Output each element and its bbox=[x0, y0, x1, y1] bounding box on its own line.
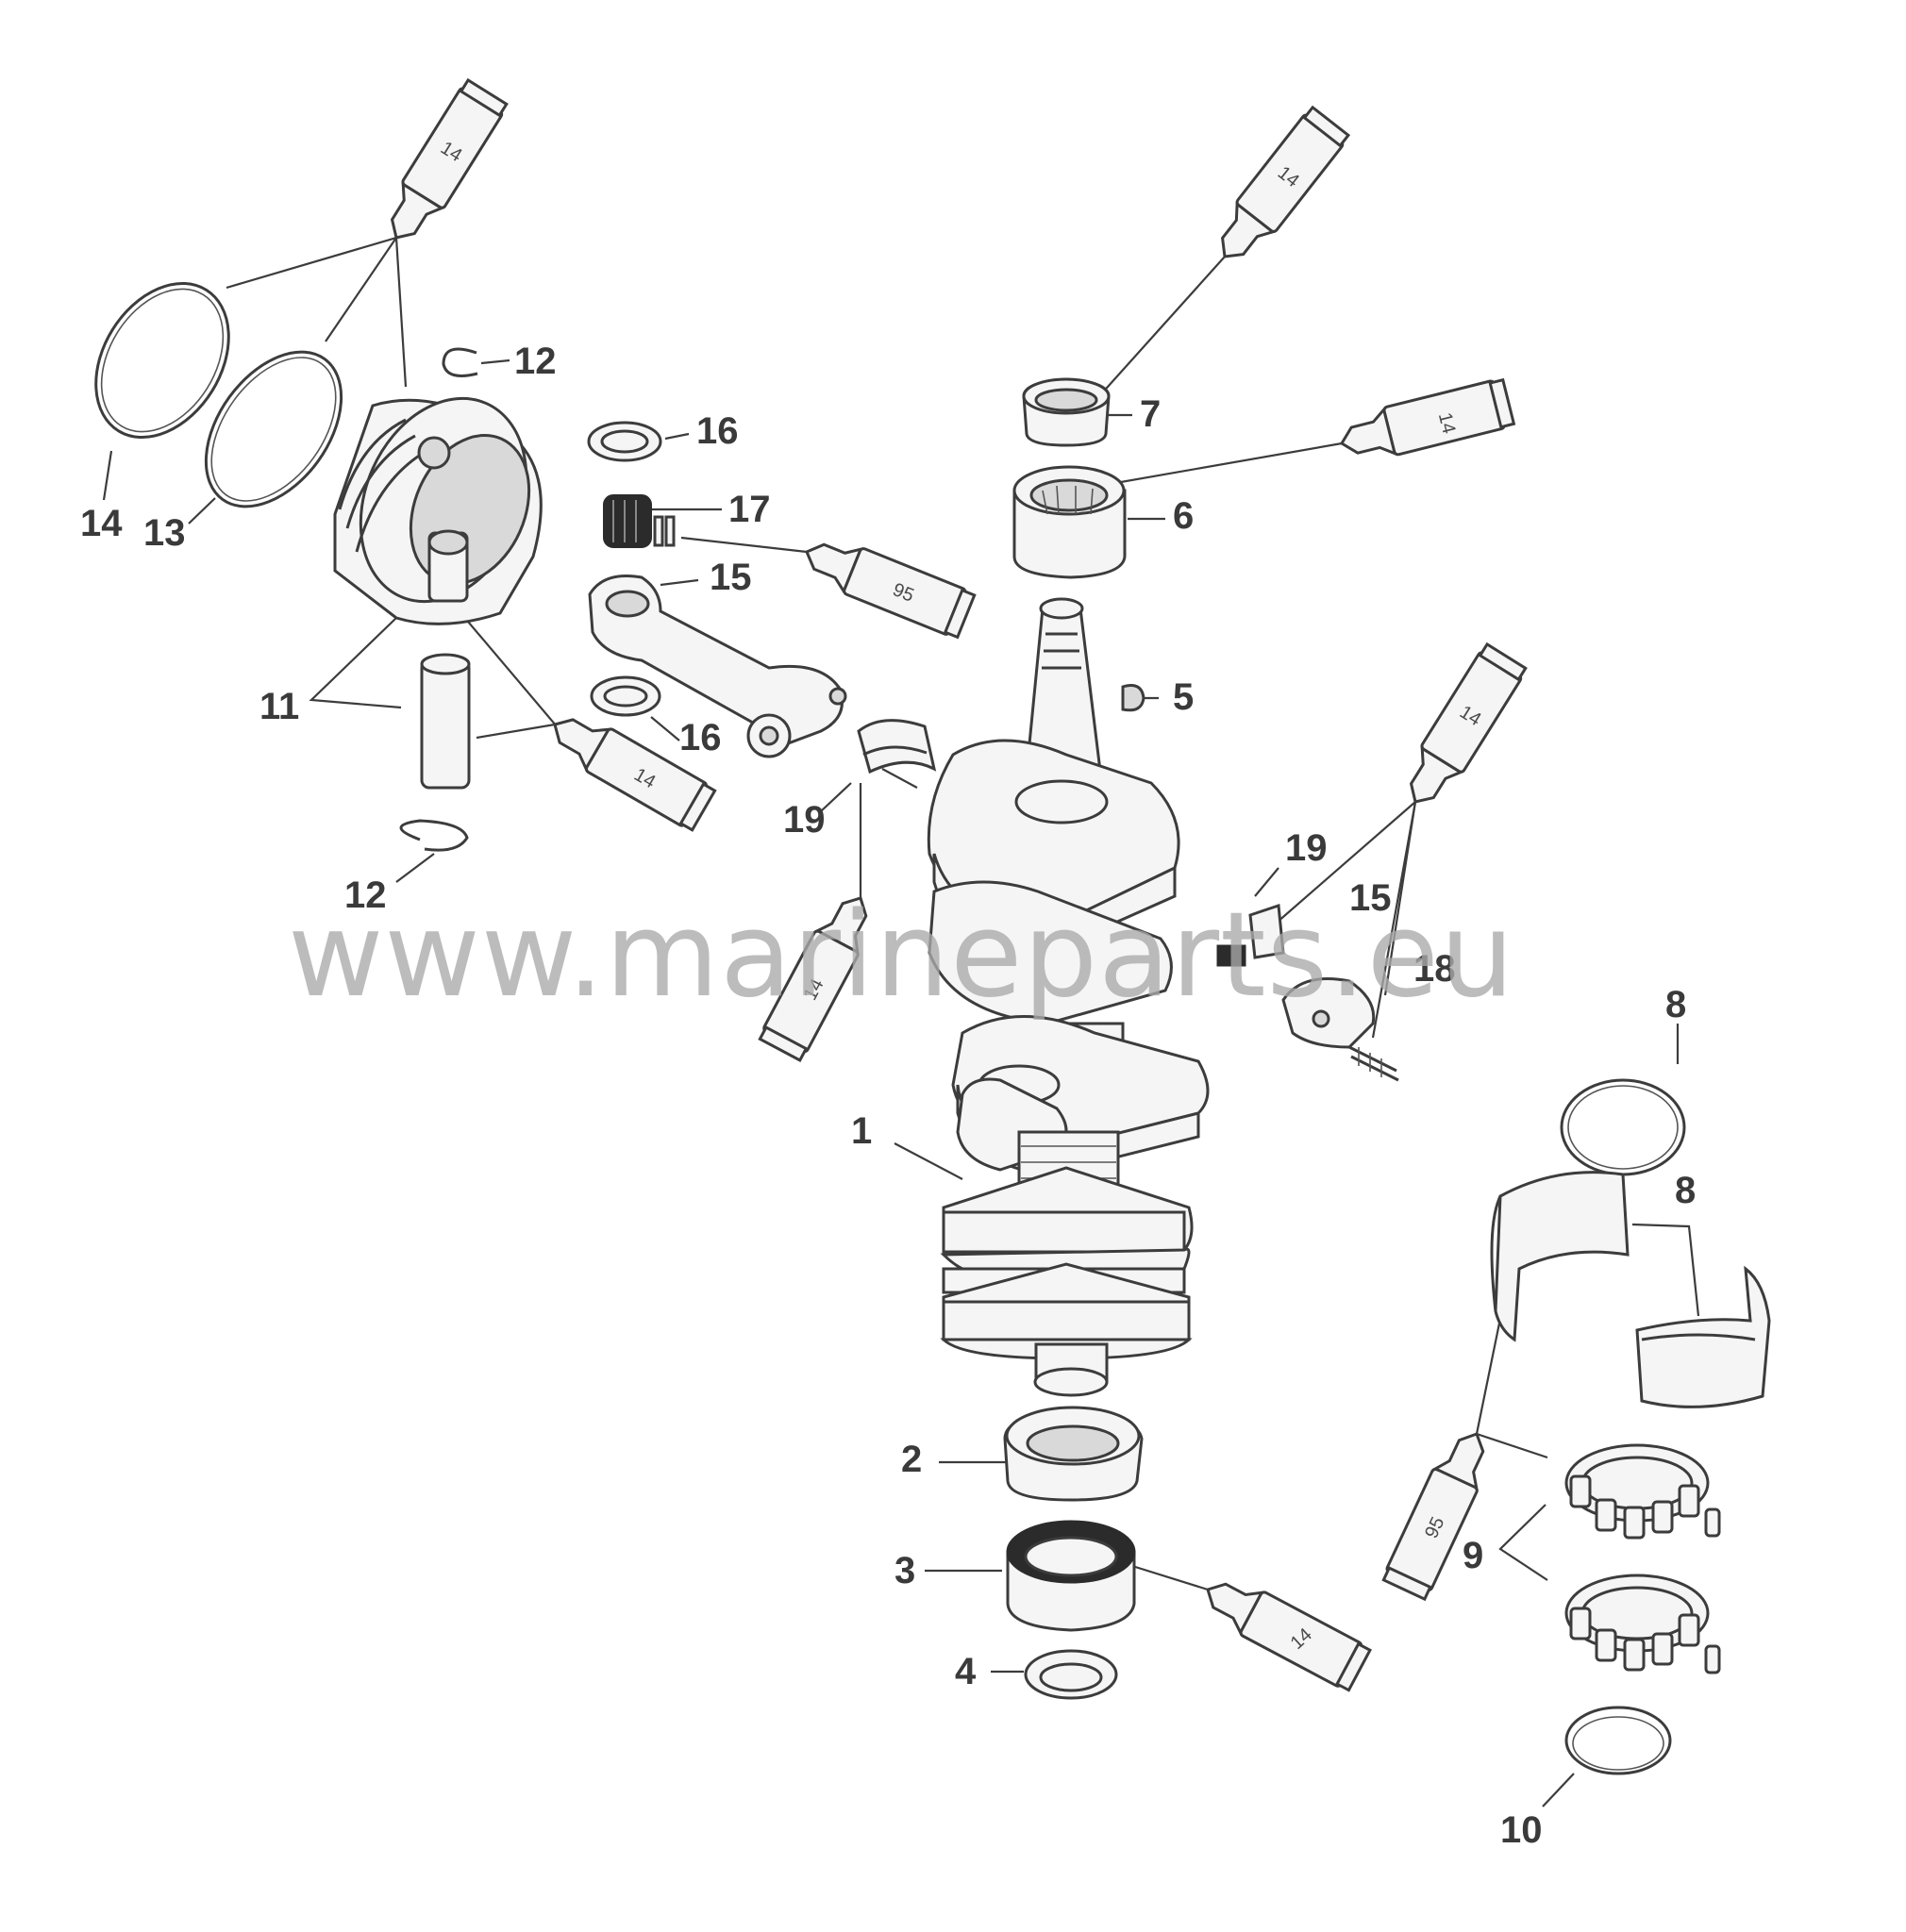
callout-15-right: 15 bbox=[1349, 877, 1392, 919]
rod-cap-15 bbox=[1281, 977, 1376, 1049]
ball-bearing-3 bbox=[1006, 1520, 1136, 1632]
callout-12-top: 12 bbox=[514, 341, 557, 382]
washer-16-top bbox=[587, 421, 662, 462]
grease-tube-needle: 95 bbox=[805, 542, 977, 640]
grease-tube-right-crank: 14 bbox=[1409, 641, 1528, 804]
retaining-ring-10 bbox=[1564, 1706, 1672, 1775]
callout-15-left: 15 bbox=[710, 557, 752, 598]
callout-7: 7 bbox=[1140, 393, 1161, 435]
callout-6: 6 bbox=[1173, 495, 1194, 537]
grease-tube-top-right: 14 bbox=[1221, 105, 1351, 258]
tube-label: 14 bbox=[1434, 410, 1460, 436]
bearing-half-19-left bbox=[857, 719, 937, 774]
roller-bearing-9-top bbox=[1564, 1443, 1721, 1540]
callout-14: 14 bbox=[80, 503, 123, 544]
callout-9: 9 bbox=[1463, 1535, 1483, 1576]
bearing-sleeve-8-right bbox=[1635, 1265, 1771, 1408]
callout-16-bottom: 16 bbox=[679, 717, 722, 758]
callout-8-bottom: 8 bbox=[1675, 1170, 1696, 1211]
circlip-12-bottom bbox=[399, 819, 469, 852]
grease-tube-bearing: 14 bbox=[1339, 377, 1516, 457]
callout-19-right: 19 bbox=[1285, 827, 1328, 869]
retaining-ring-4 bbox=[1024, 1649, 1118, 1700]
callout-numbers: 1 2 3 4 5 6 7 8 8 9 10 11 12 12 13 14 15… bbox=[80, 341, 1696, 1851]
bearing-half-19-right bbox=[1216, 903, 1285, 967]
circlip-12-top bbox=[442, 347, 478, 377]
callout-17: 17 bbox=[728, 489, 771, 530]
piston bbox=[333, 396, 543, 625]
bearing-6 bbox=[1012, 465, 1127, 579]
piston-pin bbox=[420, 653, 471, 790]
callout-18: 18 bbox=[1413, 948, 1456, 990]
callout-12-bottom: 12 bbox=[344, 874, 387, 916]
crankshaft bbox=[927, 597, 1210, 1397]
callout-10: 10 bbox=[1500, 1809, 1543, 1851]
grease-tube-top-left: 14 bbox=[390, 77, 509, 240]
callout-4: 4 bbox=[955, 1651, 977, 1692]
callout-3: 3 bbox=[894, 1550, 915, 1591]
retaining-ring-8 bbox=[1560, 1078, 1686, 1176]
callout-16-top: 16 bbox=[696, 410, 739, 452]
grease-tube-right-bottom: 95 bbox=[1381, 1432, 1485, 1602]
roller-bearing-9-bottom bbox=[1564, 1574, 1721, 1674]
callout-8-top: 8 bbox=[1665, 984, 1686, 1025]
grease-tube-bottom-bearing: 14 bbox=[1206, 1582, 1372, 1692]
callout-2: 2 bbox=[901, 1439, 922, 1480]
bearing-sleeve-8-left bbox=[1490, 1171, 1630, 1342]
callout-5: 5 bbox=[1173, 676, 1194, 718]
callout-19-left: 19 bbox=[783, 799, 826, 841]
connecting-rod bbox=[588, 574, 847, 758]
callout-1: 1 bbox=[851, 1110, 872, 1152]
callout-13: 13 bbox=[143, 512, 186, 554]
needle-bearing-17 bbox=[603, 494, 676, 548]
rod-bolts-18 bbox=[1348, 1045, 1399, 1082]
leader-lines bbox=[102, 236, 1700, 1807]
washer-16-bottom bbox=[590, 675, 661, 717]
piston-ring-13 bbox=[204, 350, 343, 508]
watermark: www.marineparts.eu bbox=[288, 888, 1515, 1024]
grease-tube-pin: 14 bbox=[553, 718, 717, 832]
callout-11: 11 bbox=[259, 686, 299, 727]
seal-2 bbox=[1003, 1406, 1144, 1502]
seal-7 bbox=[1022, 377, 1111, 447]
grease-tube-left-crank: 14 bbox=[758, 896, 868, 1062]
piston-ring-14 bbox=[94, 281, 230, 440]
